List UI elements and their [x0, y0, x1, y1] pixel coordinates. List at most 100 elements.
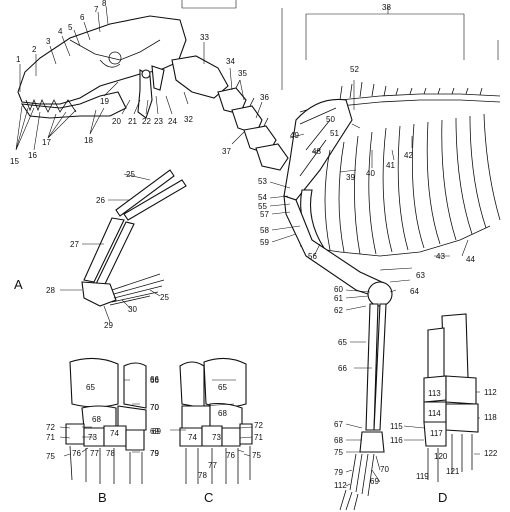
label-44: 44: [466, 255, 475, 264]
b-label-78: 78: [106, 449, 115, 458]
label-50: 50: [326, 115, 335, 124]
b-label-70: 70: [150, 403, 159, 412]
label-64: 64: [410, 287, 419, 296]
c-label-73: 73: [212, 433, 221, 442]
label-52: 52: [350, 65, 359, 74]
d-label-120: 120: [434, 452, 448, 461]
label-30: 30: [128, 305, 137, 314]
label-19: 19: [100, 97, 109, 106]
b-label-72: 72: [46, 423, 55, 432]
label-20: 20: [112, 117, 121, 126]
d-label-115: 115: [390, 422, 403, 431]
forelimb: [283, 195, 393, 511]
label-18: 18: [84, 136, 93, 145]
label-8: 8: [102, 0, 107, 8]
c-label-74: 74: [188, 433, 197, 442]
panel-b-carpus: [65, 357, 147, 484]
label-65: 65: [338, 338, 347, 347]
label-78: 79: [334, 468, 343, 477]
label-7: 7: [94, 5, 99, 14]
label-5: 5: [68, 23, 73, 32]
c-label-75: 75: [252, 451, 261, 460]
d-label-121: 121: [446, 467, 460, 476]
label-60: 60: [334, 285, 343, 294]
number-labels: 1 2 3 4 5 6 7 8 15 16 17 18 19 20 21 22 …: [10, 0, 475, 490]
label-61: 61: [334, 294, 343, 303]
label-54: 54: [258, 193, 267, 202]
b-label-79: 79: [150, 449, 159, 458]
panel-d-labels: 112 113 114 115 116 117 118 119 120 121 …: [390, 388, 498, 481]
b-label-66: 66: [150, 375, 159, 384]
b-label-69: 69: [150, 427, 159, 436]
cervical-vertebrae: [171, 55, 289, 171]
c-label-65: 65: [218, 383, 227, 392]
label-69: 69: [370, 477, 379, 486]
label-6: 6: [80, 13, 85, 22]
d-label-113: 113: [428, 389, 441, 398]
label-34: 34: [226, 57, 235, 66]
label-39: 39: [346, 173, 355, 182]
b-label-77: 77: [90, 449, 99, 458]
label-2: 2: [32, 45, 37, 54]
skull: [17, 15, 187, 119]
d-label-118: 118: [484, 413, 497, 422]
c-label-77: 77: [208, 461, 217, 470]
c-label-71: 71: [254, 433, 263, 442]
label-4: 4: [58, 27, 63, 36]
label-66: 66: [338, 364, 347, 373]
label-53: 53: [258, 177, 267, 186]
label-33: 33: [200, 33, 209, 42]
label-38: 38: [382, 3, 391, 12]
label-68: 68: [334, 436, 343, 445]
label-74: 75: [334, 448, 343, 457]
label-67: 67: [334, 420, 343, 429]
label-27: 27: [70, 240, 79, 249]
label-59: 59: [260, 238, 269, 247]
d-label-112: 112: [484, 388, 497, 397]
panel-letter-c: C: [204, 490, 213, 505]
label-56: 56: [308, 252, 317, 261]
label-42: 42: [404, 151, 413, 160]
label-1: 1: [16, 55, 21, 64]
label-40: 40: [366, 169, 375, 178]
label-22: 22: [142, 117, 151, 126]
b-label-71: 71: [46, 433, 55, 442]
d-label-119: 119: [416, 472, 429, 481]
label-36: 36: [260, 93, 269, 102]
label-70: 70: [380, 465, 389, 474]
label-15: 15: [10, 157, 19, 166]
label-48: 48: [312, 147, 321, 156]
c-label-79: 79: [150, 449, 159, 458]
leader-lines: [15, 0, 499, 487]
label-32: 32: [184, 115, 193, 124]
label-37: 37: [222, 147, 231, 156]
panel-a-manus: [81, 169, 187, 307]
label-16: 16: [28, 151, 37, 160]
label-23: 23: [154, 117, 163, 126]
label-62: 62: [334, 306, 343, 315]
label-58: 58: [260, 226, 269, 235]
label-24: 24: [168, 117, 177, 126]
b-label-73: 73: [88, 433, 97, 442]
d-label-122: 122: [484, 449, 498, 458]
b-label-68: 68: [92, 415, 101, 424]
c-label-68: 68: [218, 409, 227, 418]
panel-letter-a: A: [14, 277, 23, 292]
label-57: 57: [260, 210, 269, 219]
label-79: 112: [334, 481, 347, 490]
label-21: 21: [128, 117, 137, 126]
label-63: 63: [416, 271, 425, 280]
panel-c-carpus: [179, 357, 253, 484]
d-label-114: 114: [428, 409, 441, 418]
ribcage: [299, 113, 501, 257]
label-43: 43: [436, 252, 445, 261]
panel-letter-b: B: [98, 490, 107, 505]
b-label-74: 74: [110, 429, 119, 438]
c-label-78: 78: [198, 471, 207, 480]
b-label-75: 75: [46, 452, 55, 461]
label-29: 29: [104, 321, 113, 330]
panel-c-labels: 66 65 70 68 72 69 74 73 71 76 77 78 79 7…: [150, 376, 263, 480]
panel-letter-d: D: [438, 490, 447, 505]
label-41: 41: [386, 161, 395, 170]
